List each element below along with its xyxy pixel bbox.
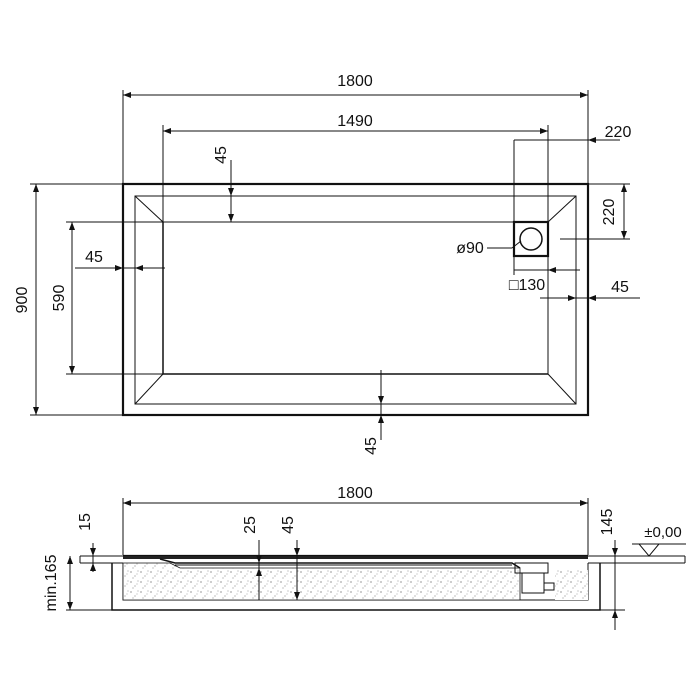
dim-rim-left: 45 — [85, 249, 103, 266]
dim-overall-width: 900 — [14, 287, 31, 314]
drain-square — [512, 220, 550, 258]
dim-drain-diameter: ø90 — [456, 240, 484, 257]
dim-section-length: 1800 — [337, 485, 373, 502]
floor-level-label: ±0,00 — [644, 524, 681, 541]
level-marker-icon — [637, 543, 661, 557]
dim-drain-square: □130 — [509, 277, 545, 294]
dim-drain-offset-x: 220 — [605, 124, 632, 141]
dim-inner-width: 590 — [51, 285, 68, 312]
floor-recess — [111, 563, 601, 611]
dim-depth-45: 45 — [280, 516, 297, 534]
dim-rim-bottom: 45 — [363, 437, 380, 455]
drain-circle — [519, 227, 543, 251]
dim-overall-length: 1800 — [337, 73, 373, 90]
basin-edge — [162, 222, 548, 375]
support-filling — [122, 562, 521, 601]
section-view: 1800 15 min.165 — [43, 485, 686, 630]
dim-rim-right: 45 — [611, 279, 629, 296]
dim-min-install: min.165 — [43, 554, 60, 611]
dim-height-145: 145 — [599, 509, 616, 536]
dim-drain-offset-y: 220 — [601, 199, 618, 226]
dim-inner-length: 1490 — [337, 113, 373, 130]
tray-rim-outline — [134, 195, 577, 405]
basin-edge-top — [163, 221, 549, 374]
dim-rim-top: 45 — [213, 146, 230, 164]
plan-view: 1800 1490 220 220 45 45 ø90 — [14, 73, 640, 455]
tray-outer-outline — [121, 182, 590, 417]
dim-base-thickness: 25 — [242, 516, 259, 534]
dim-rim-thickness: 15 — [77, 513, 94, 531]
